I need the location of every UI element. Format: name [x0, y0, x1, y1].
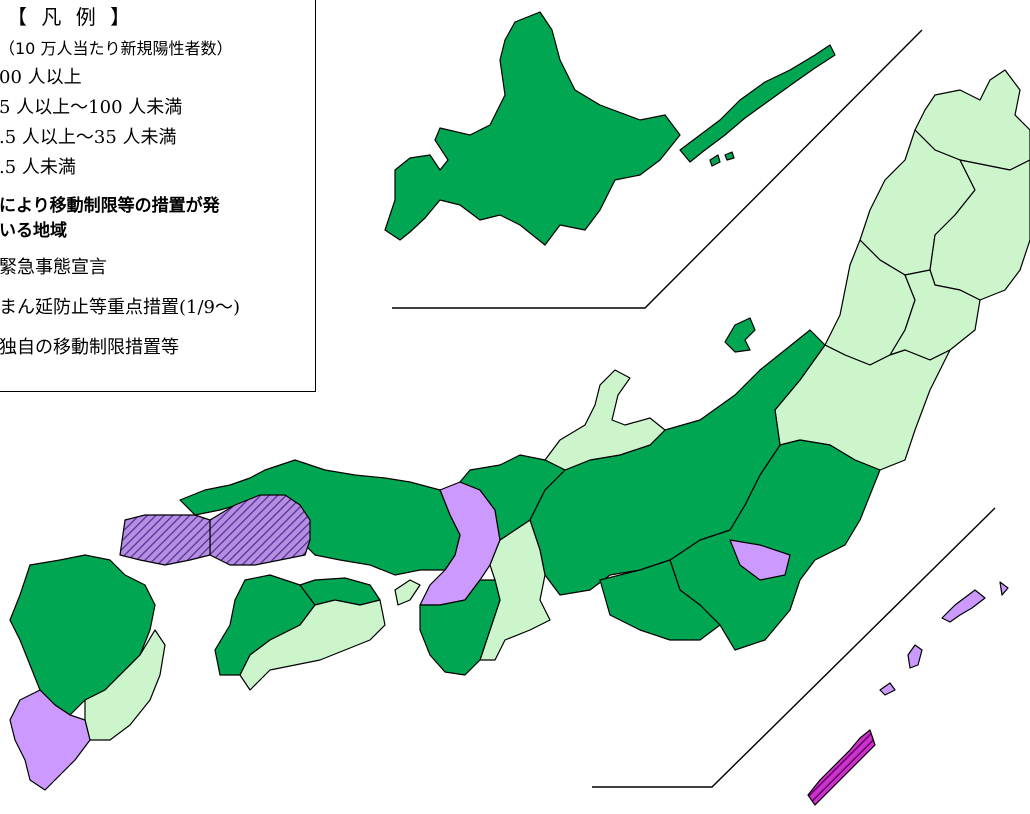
- legend-measures-heading-2: いる地域: [0, 221, 67, 241]
- region-kagoshima[interactable]: [9, 689, 91, 791]
- legend-measures-heading-1: により移動制限等の措置が発: [0, 196, 220, 216]
- legend-level-4: .5 人未満: [0, 157, 76, 178]
- region-shizuoka[interactable]: [599, 559, 721, 641]
- region-tokunoshima[interactable]: [907, 644, 923, 669]
- region-northern-islet[interactable]: [709, 154, 721, 167]
- region-kuril-islands[interactable]: [679, 44, 836, 163]
- region-northern-islet-2[interactable]: [724, 151, 735, 161]
- legend-level-3: .5 人以上～35 人未満: [0, 127, 177, 148]
- legend-measure-emergency: 緊急事態宣言: [0, 257, 107, 278]
- region-wakayama[interactable]: [419, 579, 501, 676]
- region-awaji[interactable]: [394, 579, 421, 606]
- region-sado-island[interactable]: [724, 317, 756, 353]
- region-tokyo[interactable]: [729, 539, 791, 581]
- inset-divider-okinawa: [592, 507, 996, 788]
- region-shiga-hyogo[interactable]: [459, 454, 566, 541]
- inset-divider-hokkaido: [392, 29, 923, 309]
- legend-title: 【 凡 例 】: [7, 5, 135, 29]
- region-hokuriku[interactable]: [544, 369, 666, 471]
- legend-measure-quasi-emergency: まん延防止等重点措置(1/9～): [0, 297, 241, 318]
- legend-level-2: 5 人以上～100 人未満: [0, 97, 183, 118]
- legend-level-1: 00 人以上: [0, 67, 82, 88]
- region-okinawa[interactable]: [807, 729, 876, 806]
- region-hokkaido[interactable]: [384, 11, 681, 246]
- region-amami[interactable]: [941, 589, 986, 623]
- region-okinoerabu[interactable]: [879, 682, 896, 696]
- legend: 【 凡 例 】 （10 万人当たり新規陽性者数） 00 人以上 5 人以上～10…: [0, 0, 316, 392]
- region-yamaguchi[interactable]: [119, 514, 211, 566]
- region-miyazaki[interactable]: [84, 629, 166, 741]
- region-chugoku[interactable]: [179, 459, 461, 576]
- region-islet-east[interactable]: [999, 581, 1009, 596]
- legend-subtitle: （10 万人当たり新規陽性者数）: [0, 39, 233, 58]
- region-hiroshima[interactable]: [209, 494, 311, 566]
- region-kochi-tokushima[interactable]: [239, 599, 386, 691]
- legend-measure-independent: 独自の移動制限措置等: [0, 337, 179, 358]
